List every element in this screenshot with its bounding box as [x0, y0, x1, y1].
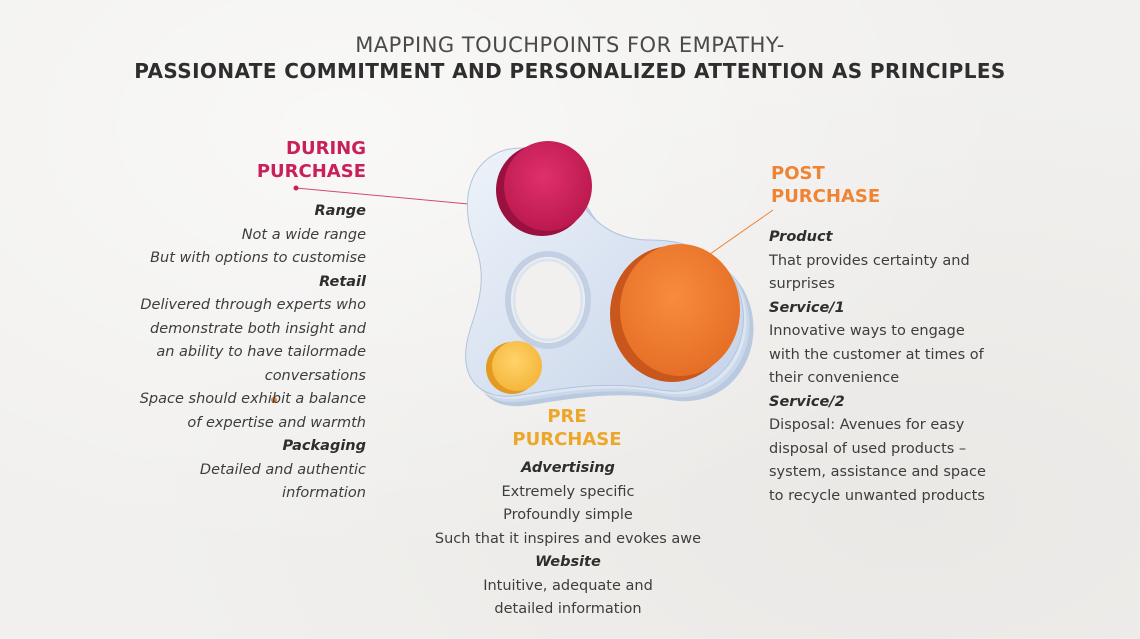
pre-purchase-details: Advertising Extremely specific Profoundl… — [398, 457, 738, 622]
service2-line: disposal of used products – — [769, 440, 967, 457]
pre-purchase-disc — [486, 341, 542, 394]
service1-line: their convenience — [769, 370, 900, 386]
service2-line: to recycle unwanted products — [769, 487, 985, 504]
service2-line: Disposal: Avenues for easy — [769, 417, 965, 433]
retail-line: Delivered through experts who — [140, 297, 366, 313]
retail-subheading: Retail — [319, 273, 366, 290]
service1-line: Innovative ways to engage — [769, 323, 965, 339]
accent-dot — [271, 397, 277, 403]
retail-line: of expertise and warmth — [187, 414, 366, 431]
during-purchase-disc — [496, 141, 592, 236]
retail-line: an ability to have tailormade — [156, 344, 366, 360]
during-purchase-details: Range Not a wide range But with options … — [70, 200, 366, 506]
advertising-subheading: Advertising — [521, 460, 615, 476]
range-line: But with options to customise — [150, 250, 366, 266]
range-subheading: Range — [314, 203, 367, 219]
packaging-line: Detailed and authentic — [199, 461, 366, 478]
packaging-subheading: Packaging — [282, 438, 366, 454]
advertising-line: Extremely specific — [501, 483, 635, 500]
pre-heading-line-2: PURCHASE — [512, 429, 622, 450]
pre-purchase-heading: PRE PURCHASE — [500, 405, 634, 451]
title-block: MAPPING TOUCHPOINTS FOR EMPATHY- PASSION… — [0, 32, 1140, 84]
service2-subheading: Service/2 — [769, 393, 845, 410]
post-purchase-disc — [610, 244, 740, 382]
service1-line: with the customer at times of — [769, 346, 984, 363]
advertising-line: Profoundly simple — [503, 507, 633, 523]
product-line: That provides certainty and — [769, 252, 970, 269]
range-line: Not a wide range — [241, 226, 366, 243]
post-purchase-details: Product That provides certainty and surp… — [769, 226, 1039, 508]
during-purchase-heading: DURING PURCHASE — [246, 137, 366, 183]
during-heading-line-2: PURCHASE — [256, 161, 366, 182]
retail-line: conversations — [264, 367, 366, 384]
title-line-2: PASSIONATE COMMITMENT AND PERSONALIZED A… — [134, 59, 1006, 83]
post-heading-line-1: POST — [771, 163, 825, 184]
pre-heading-line-1: PRE — [547, 406, 587, 427]
during-heading-line-1: DURING — [286, 138, 366, 159]
website-subheading: Website — [535, 554, 601, 570]
title-line-1: MAPPING TOUCHPOINTS FOR EMPATHY- — [355, 33, 785, 57]
retail-line: demonstrate both insight and — [150, 320, 366, 337]
product-subheading: Product — [769, 229, 833, 245]
packaging-line: information — [282, 485, 366, 501]
website-line: Intuitive, adequate and — [483, 577, 653, 594]
website-line: detailed information — [494, 601, 642, 617]
service2-line: system, assistance and space — [769, 464, 986, 480]
service1-subheading: Service/1 — [769, 299, 845, 316]
post-heading-line-2: PURCHASE — [771, 186, 881, 207]
post-purchase-heading: POST PURCHASE — [771, 162, 901, 208]
retail-line: Space should exhibit a balance — [139, 391, 366, 407]
product-line: surprises — [769, 276, 835, 292]
advertising-line: Such that it inspires and evokes awe — [434, 530, 702, 547]
